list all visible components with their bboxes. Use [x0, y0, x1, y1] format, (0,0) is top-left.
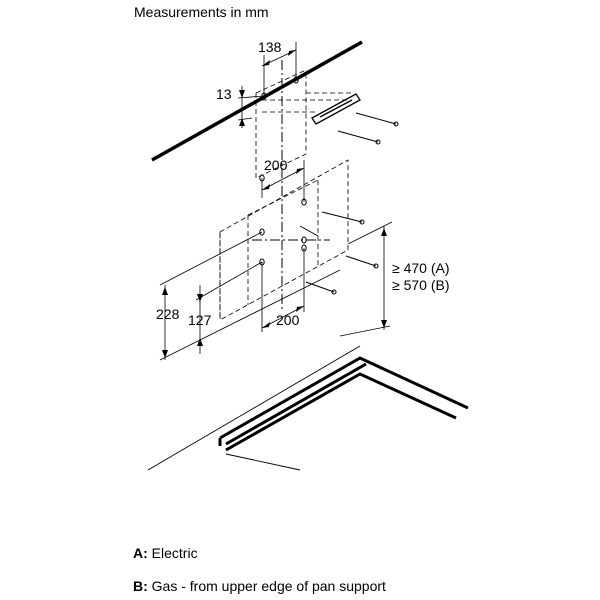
legend-electric: A: Electric	[133, 545, 198, 561]
height-a-label: ≥ 470 (A)	[392, 260, 449, 276]
legend-gas: B: Gas - from upper edge of pan support	[133, 578, 386, 594]
legend-b-text: Gas - from upper edge of pan support	[151, 578, 386, 594]
legend-b-key: B:	[133, 578, 148, 594]
dim-127-label: 127	[188, 312, 212, 328]
counter-lines	[147, 345, 361, 471]
dim-13-label: 13	[216, 86, 232, 102]
height-b-label: ≥ 570 (B)	[392, 277, 449, 293]
wall-bracket	[311, 93, 361, 125]
arrowheads	[162, 50, 387, 358]
dim-228-label: 228	[156, 306, 180, 322]
cooktop	[218, 356, 469, 452]
dim-200-upper-label: 200	[264, 157, 288, 173]
dim-200-lower-label: 200	[276, 312, 300, 328]
screws	[299, 112, 399, 295]
dim-138-label: 138	[258, 39, 282, 55]
diagram-title: Measurements in mm	[134, 4, 269, 20]
legend-a-key: A:	[133, 545, 148, 561]
ceiling-line	[151, 40, 363, 162]
center-lines	[252, 60, 330, 310]
hood-outline	[219, 159, 349, 321]
legend-a-text: Electric	[151, 545, 198, 561]
